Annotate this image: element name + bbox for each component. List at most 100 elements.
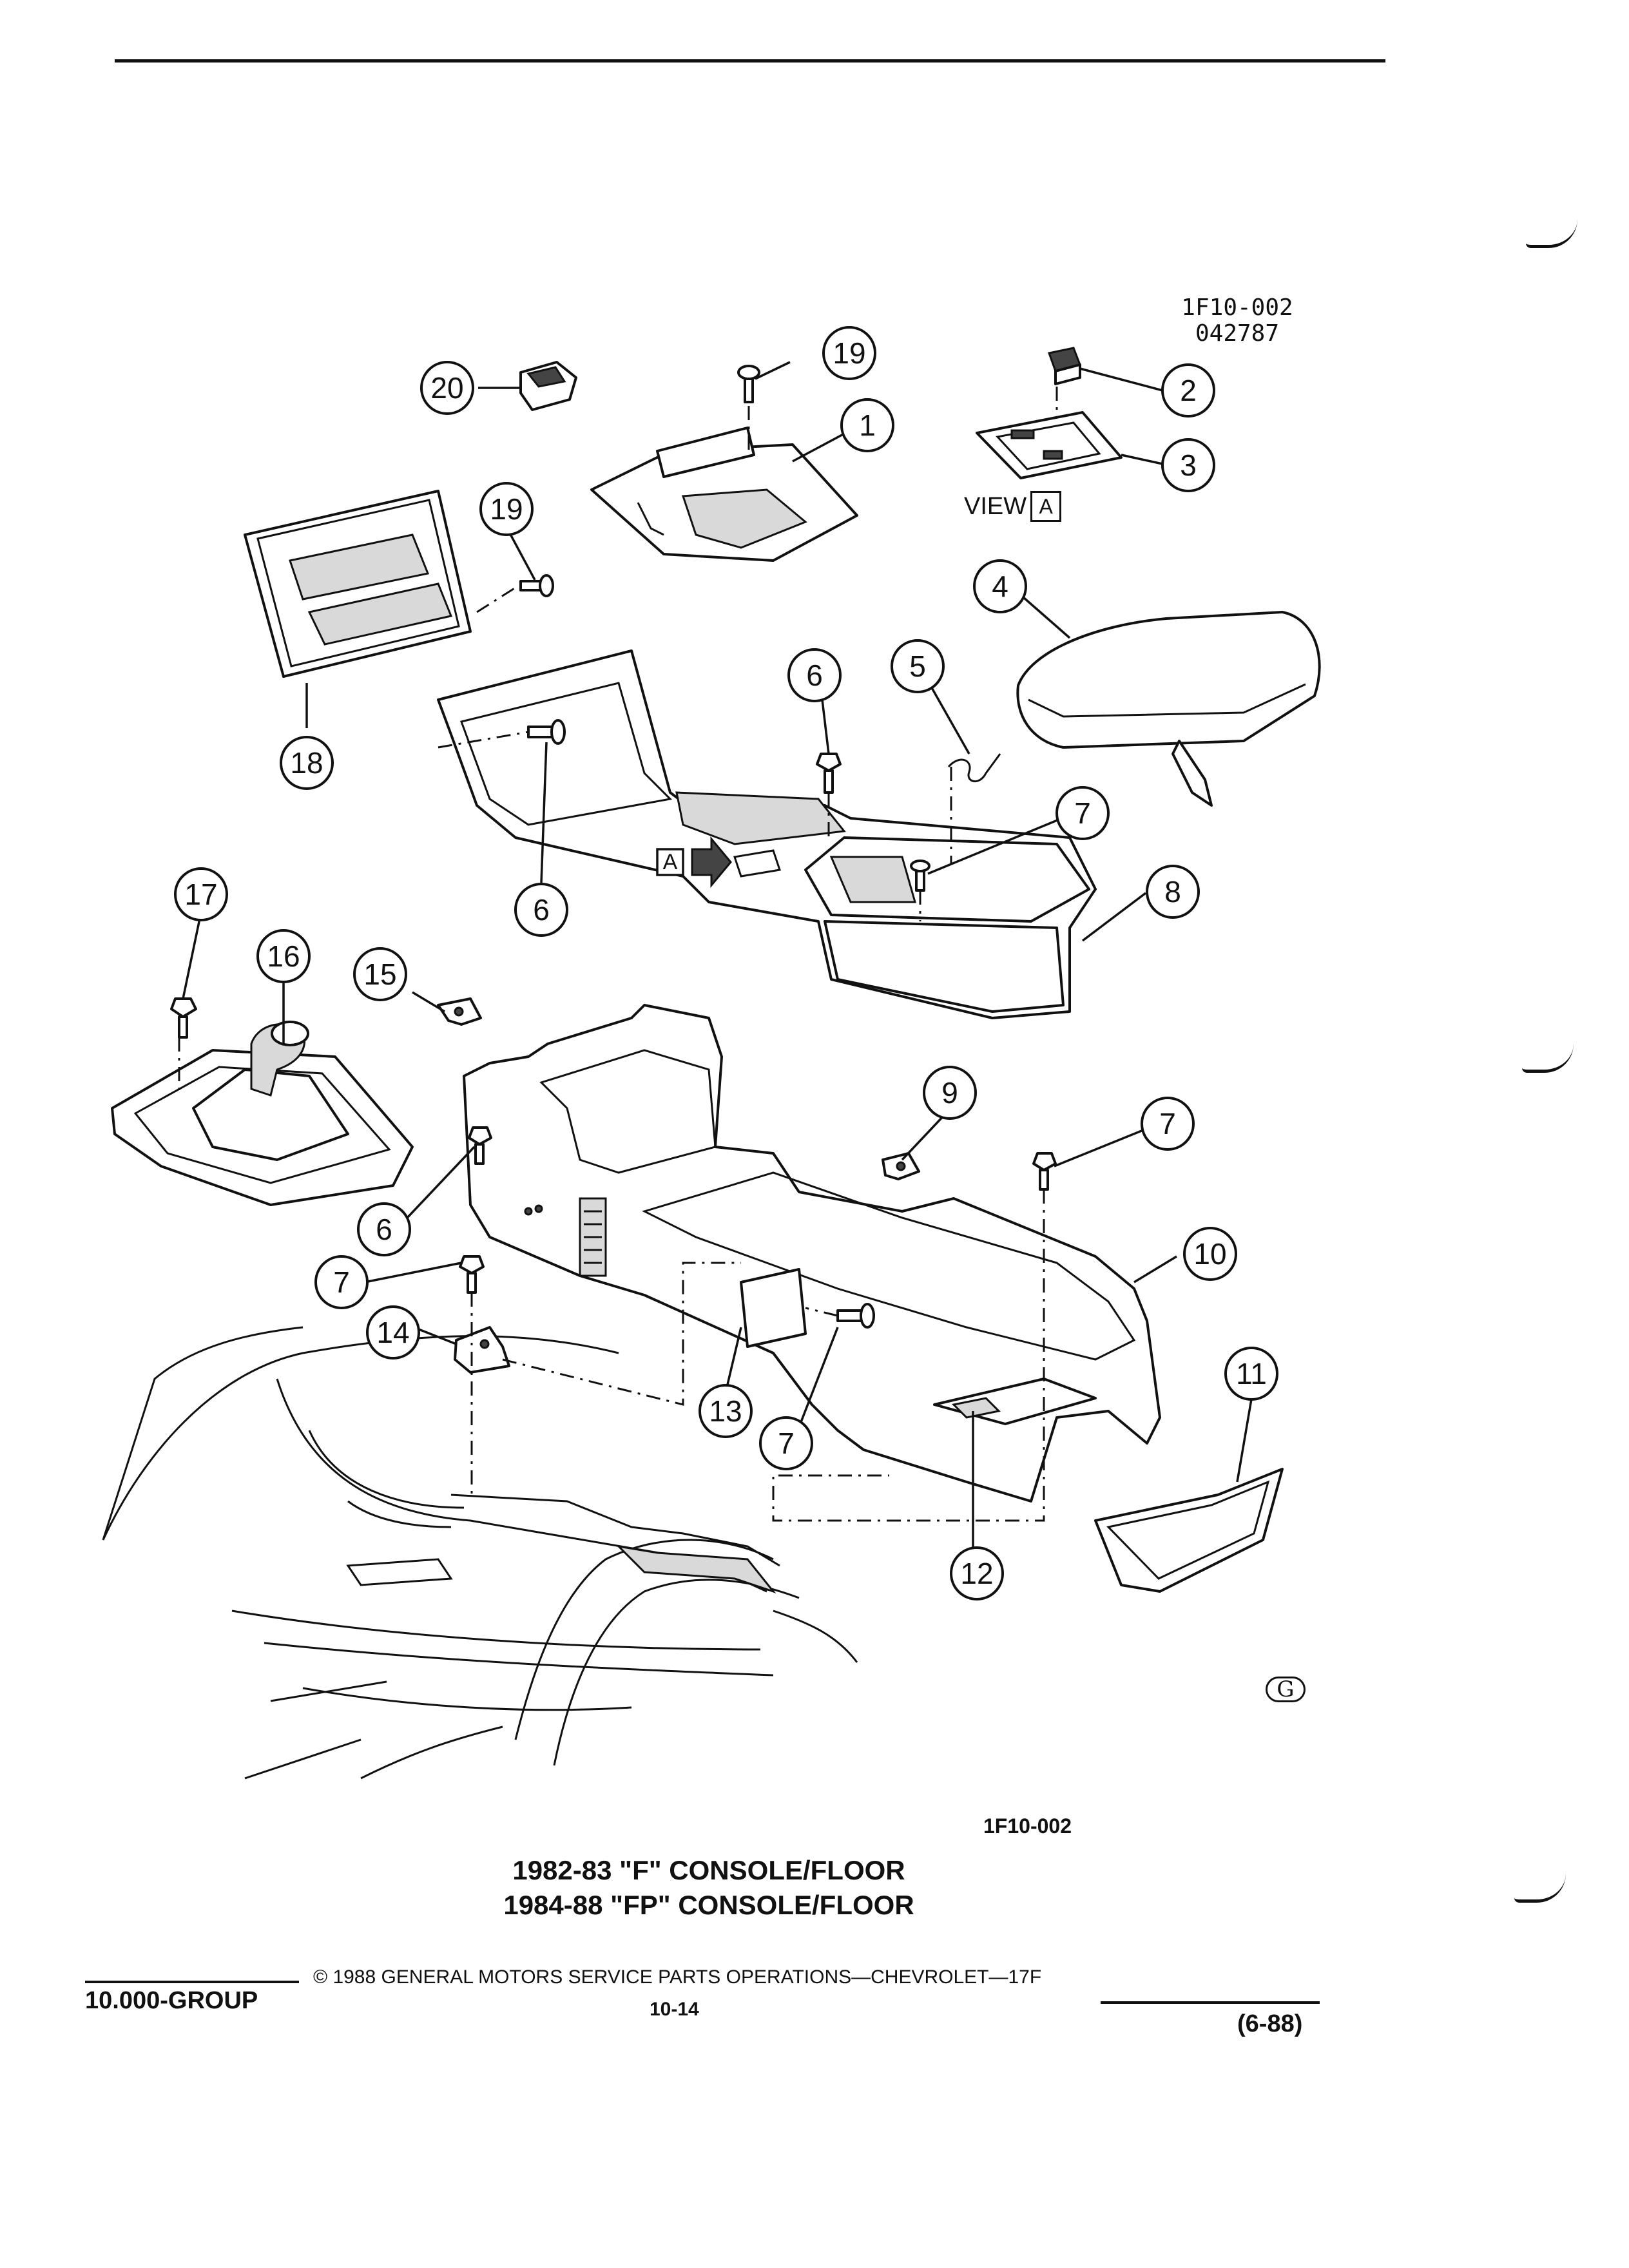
callout-1: 1 xyxy=(840,398,894,452)
reference-code: 1F10-002 042787 xyxy=(1173,295,1302,347)
svg-text:12: 12 xyxy=(960,1557,993,1590)
svg-text:18: 18 xyxy=(290,746,323,780)
callout-6b: 6 xyxy=(514,883,568,937)
arrow-marker-letter: A xyxy=(663,850,678,874)
footer-rule-left xyxy=(85,1981,299,1983)
svg-text:6: 6 xyxy=(533,893,550,927)
binder-mark-1 xyxy=(1526,219,1577,248)
part-19-screw-upper xyxy=(737,365,760,403)
callout-2: 2 xyxy=(1161,363,1215,418)
part-7-screw-c xyxy=(459,1255,485,1294)
part-11-trim-panel xyxy=(1094,1468,1284,1593)
svg-text:7: 7 xyxy=(1159,1107,1176,1140)
callout-4: 4 xyxy=(973,559,1027,613)
caption-line2: 1984-88 "FP" CONSOLE/FLOOR xyxy=(503,1890,914,1920)
part-5-spring xyxy=(947,753,1001,782)
view-a-label: VIEW A xyxy=(964,491,1062,522)
callout-7b: 7 xyxy=(1141,1097,1195,1151)
floor-pan xyxy=(102,1326,858,1780)
view-a-arrow: A xyxy=(656,836,732,889)
svg-text:8: 8 xyxy=(1164,875,1181,908)
svg-text:11: 11 xyxy=(1236,1357,1267,1390)
svg-text:5: 5 xyxy=(909,649,926,683)
callout-7c: 7 xyxy=(314,1255,369,1309)
svg-text:15: 15 xyxy=(363,957,396,991)
svg-text:4: 4 xyxy=(992,570,1008,603)
group-label: 10.000-GROUP xyxy=(85,1987,258,2014)
callout-5: 5 xyxy=(891,639,945,693)
callout-8: 8 xyxy=(1146,865,1200,919)
callout-7a: 7 xyxy=(1055,786,1110,840)
binder-mark-3 xyxy=(1514,1874,1566,1903)
callout-18: 18 xyxy=(280,736,334,790)
part-17-screw xyxy=(170,997,197,1039)
svg-text:16: 16 xyxy=(267,939,300,973)
svg-text:13: 13 xyxy=(709,1394,742,1428)
footer-rule-right xyxy=(1101,2001,1320,2004)
svg-text:17: 17 xyxy=(184,878,217,911)
svg-text:2: 2 xyxy=(1180,374,1197,407)
part-8-upper-console xyxy=(437,649,1097,1019)
svg-text:9: 9 xyxy=(941,1076,958,1110)
part-2-switch xyxy=(1048,347,1082,385)
view-label-text: VIEW xyxy=(964,492,1027,520)
svg-text:3: 3 xyxy=(1180,448,1197,482)
svg-text:7: 7 xyxy=(333,1265,350,1299)
svg-text:7: 7 xyxy=(778,1427,795,1460)
svg-text:10: 10 xyxy=(1193,1237,1226,1271)
callout-16: 16 xyxy=(256,929,311,983)
top-rule xyxy=(115,59,1385,62)
callout-19a: 19 xyxy=(822,326,876,380)
svg-text:7: 7 xyxy=(1074,796,1091,830)
part-6-screw-c xyxy=(468,1126,492,1165)
callout-20: 20 xyxy=(420,361,474,415)
svg-text:1: 1 xyxy=(859,408,876,442)
part-10-lower-console xyxy=(463,1004,1161,1503)
callout-15: 15 xyxy=(353,947,407,1001)
callout-6c: 6 xyxy=(357,1202,411,1256)
callout-3: 3 xyxy=(1161,438,1215,492)
part-4-armrest-lid xyxy=(1016,611,1321,807)
caption-line1: 1982-83 "F" CONSOLE/FLOOR xyxy=(512,1855,905,1885)
svg-text:20: 20 xyxy=(430,371,463,405)
part-6-screw-a xyxy=(527,719,566,745)
figure-caption: 1982-83 "F" CONSOLE/FLOOR 1984-88 "FP" C… xyxy=(412,1853,1005,1923)
callout-11: 11 xyxy=(1224,1347,1278,1401)
part-7-screw-d xyxy=(836,1303,875,1329)
svg-text:6: 6 xyxy=(376,1213,392,1246)
page-number: 10-14 xyxy=(650,1999,699,2020)
callout-14: 14 xyxy=(366,1305,420,1360)
copyright-line: © 1988 GENERAL MOTORS SERVICE PARTS OPER… xyxy=(313,1966,1042,1988)
part-7-screw-a xyxy=(910,860,930,892)
part-14-bracket xyxy=(454,1326,510,1374)
svg-text:19: 19 xyxy=(833,336,865,370)
part-19-screw-left xyxy=(519,574,554,597)
callout-7d: 7 xyxy=(759,1416,813,1470)
callout-17: 17 xyxy=(174,867,228,921)
callout-9: 9 xyxy=(923,1066,977,1120)
callout-19b: 19 xyxy=(479,482,534,536)
part-6-screw-b xyxy=(816,753,842,794)
part-3-plate xyxy=(976,411,1123,479)
svg-text:19: 19 xyxy=(490,492,523,526)
view-label-letter: A xyxy=(1030,491,1062,522)
part-16-shift-boot xyxy=(111,1021,414,1206)
callout-6a: 6 xyxy=(787,648,842,702)
date-code: (6-88) xyxy=(1237,2010,1303,2037)
assembly-lines xyxy=(178,387,1058,1522)
callout-12: 12 xyxy=(950,1546,1004,1600)
part-15-clip xyxy=(437,997,482,1026)
figure-code: 1F10-002 xyxy=(983,1814,1072,1838)
binder-mark-2 xyxy=(1522,1044,1574,1073)
reference-code-line1: 1F10-002 xyxy=(1181,294,1293,321)
svg-text:6: 6 xyxy=(806,658,823,692)
callout-13: 13 xyxy=(699,1384,753,1438)
part-7-screw-b xyxy=(1032,1152,1057,1191)
part-18-bezel xyxy=(244,490,472,678)
reference-code-line2: 042787 xyxy=(1195,320,1280,347)
part-1-shift-plate xyxy=(590,427,858,562)
callout-10: 10 xyxy=(1183,1227,1237,1281)
part-20-clip xyxy=(519,361,577,411)
svg-text:14: 14 xyxy=(376,1316,409,1349)
